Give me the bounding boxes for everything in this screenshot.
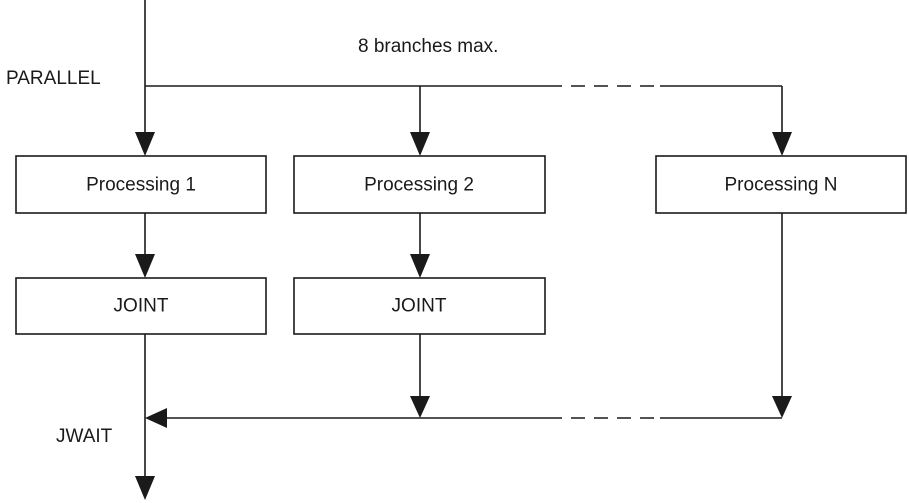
joint-2-box: JOINT — [293, 277, 546, 335]
arrow-processing-n-to-jwait — [772, 396, 792, 418]
processing-1-label: Processing 1 — [86, 175, 196, 196]
arrow-into-processing-n — [772, 132, 792, 156]
arrow-into-joint-2 — [410, 254, 430, 278]
arrow-into-processing-1 — [135, 132, 155, 156]
arrow-exit — [135, 476, 155, 500]
branches-max-note: 8 branches max. — [358, 36, 498, 57]
arrow-into-jwait — [145, 408, 167, 428]
processing-2-label: Processing 2 — [364, 175, 474, 196]
parallel-label: PARALLEL — [6, 68, 101, 89]
joint-2-label: JOINT — [392, 296, 447, 317]
joint-1-box: JOINT — [15, 277, 267, 335]
processing-1-box: Processing 1 — [15, 155, 267, 214]
arrow-joint-2-to-jwait — [410, 396, 430, 418]
jwait-label: JWAIT — [56, 426, 113, 447]
processing-n-label: Processing N — [725, 175, 838, 196]
arrow-into-joint-1 — [135, 254, 155, 278]
processing-n-box: Processing N — [655, 155, 907, 214]
joint-1-label: JOINT — [114, 296, 169, 317]
processing-2-box: Processing 2 — [293, 155, 546, 214]
arrow-into-processing-2 — [410, 132, 430, 156]
